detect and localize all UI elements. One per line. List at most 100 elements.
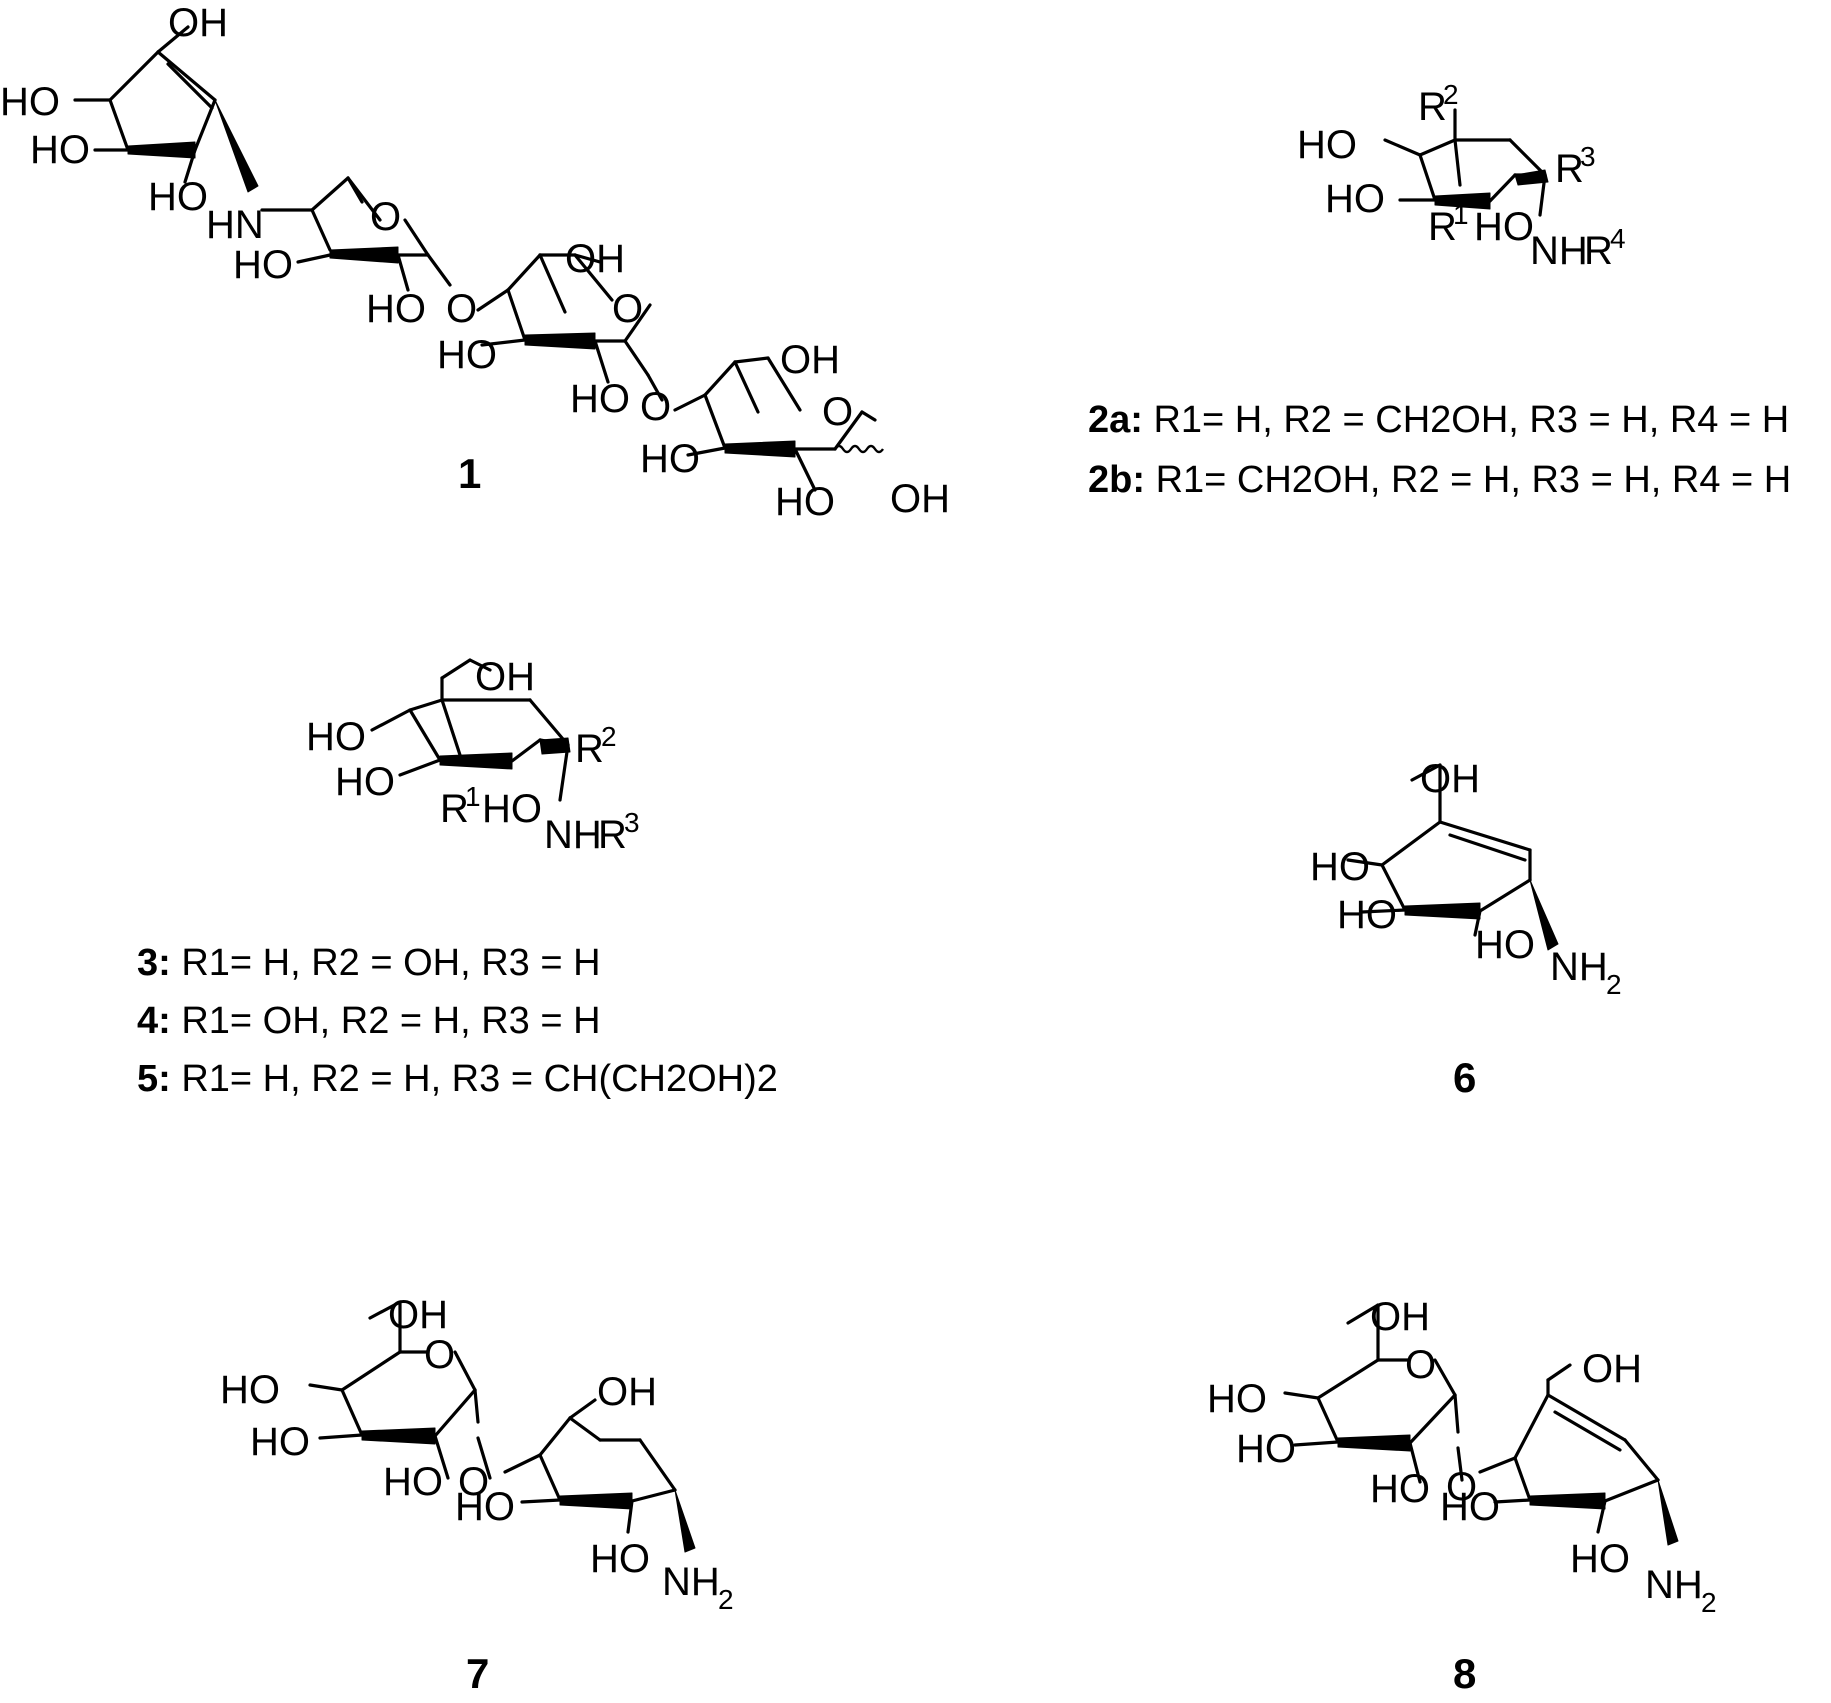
compound-2-atoms: HO HO R 2 R 3 R 1 HO NH R 4 [1297,79,1626,273]
atom-label: HO [1236,1427,1296,1471]
compound-1-structure [73,25,884,492]
atom-label: O [424,1333,455,1377]
compound-number-8: 8 [1453,1650,1476,1697]
caption-4-text: R1= OH, R2 = H, R3 = H [181,1000,600,1042]
superscript: 4 [1610,223,1626,254]
atom-label: HO [1440,1485,1500,1529]
atom-label: O [446,287,477,331]
compound-6-structure [1346,763,1559,951]
atom-label: OH [565,237,625,281]
compound-id-2b: 2b: [1088,459,1145,501]
atom-label: HO [640,437,700,481]
atom-label: R [440,787,469,831]
svg-text:2a: R1= H, R2 = CH2OH, R: 2a: R1= H, R2 = CH2OH, R3 = H, R4 = H [1088,399,1789,441]
superscript: 3 [624,807,640,838]
atom-label: HO [1337,893,1397,937]
atom-label: O [1405,1343,1436,1387]
atom-label: O [612,287,643,331]
compound-7-atoms: OH O HO HO HO O OH HO HO NH 2 [220,1293,734,1615]
atom-label: OH [1370,1295,1430,1339]
atom-label: HO [30,128,90,172]
atom-label: O [458,1460,489,1504]
compound-8-atoms: OH O HO HO HO O OH HO HO NH 2 [1207,1295,1717,1618]
atom-label: HO [1325,177,1385,221]
atom-label: OH [1420,757,1480,801]
atom-label: O [640,385,671,429]
svg-text:2b: R1= CH2OH, R2 = H, R: 2b: R1= CH2OH, R2 = H, R3 = H, R4 = H [1088,459,1791,501]
svg-text:5: R1= H, R2 = H, R3 = C: 5: R1= H, R2 = H, R3 = CH(CH2OH)2 [137,1058,778,1100]
superscript: 2 [1443,79,1459,110]
atom-label: HO [1475,923,1535,967]
superscript: 1 [465,781,481,812]
atom-label: R [1584,229,1613,273]
atom-label: HO [0,80,60,124]
caption-3-text: R1= H, R2 = OH, R3 = H [181,942,600,984]
compound-6-atoms: OH HO HO HO NH 2 [1310,757,1622,1000]
atom-label: HO [1570,1537,1630,1581]
compound-number-1: 1 [458,450,481,497]
atom-label: HO [250,1420,310,1464]
atom-label: O [822,390,853,434]
atom-label: R [1428,205,1457,249]
atom-label: NH [662,1560,720,1604]
atom-label: NH [1550,945,1608,989]
caption-5-text: R1= H, R2 = H, R3 = CH(CH2OH)2 [181,1058,778,1100]
superscript: 2 [601,721,617,752]
atom-label: HO [383,1460,443,1504]
atom-label: OH [780,338,840,382]
atom-label: OH [890,477,950,521]
atom-label: NH [1645,1563,1703,1607]
atom-label: OH [1582,1347,1642,1391]
atom-label: HO [482,787,542,831]
atom-label: NH [1530,229,1588,273]
atom-label: HO [1474,205,1534,249]
caption-2a-text: R1= H, R2 = CH2OH, R3 = H, R4 = H [1153,399,1789,441]
compound-number-6: 6 [1453,1054,1476,1101]
compound-id-4: 4: [137,1000,171,1042]
atom-label: HO [1310,845,1370,889]
atom-label: OH [168,1,228,45]
compound-3-5-structure [370,658,571,802]
svg-text:4: R1= OH, R2 = H, R3 =: 4: R1= OH, R2 = H, R3 = H [137,1000,601,1042]
atom-label: HO [437,333,497,377]
compound-5-caption: 5: R1= H, R2 = H, R3 = CH(CH2OH)2 [137,1058,778,1100]
compound-2b-caption: 2b: R1= CH2OH, R2 = H, R3 = H, R4 = H [1088,459,1791,501]
atom-label: HO [335,760,395,804]
atom-label: R [1418,85,1447,129]
subscript: 2 [718,1584,734,1615]
atom-label: OH [597,1370,657,1414]
atom-label: HO [233,243,293,287]
subscript: 2 [1701,1587,1717,1618]
atom-label: O [1446,1465,1477,1509]
atom-label: HO [306,715,366,759]
atom-label: HO [148,175,208,219]
atom-label: HO [775,480,835,524]
compound-7-structure [308,1300,696,1553]
compound-id-3: 3: [137,942,171,984]
superscript: 3 [1580,141,1596,172]
atom-label: HO [366,287,426,331]
atom-label: NH [544,813,602,857]
atom-label: OH [475,655,535,699]
compound-id-2a: 2a: [1088,399,1143,441]
caption-2b-text: R1= CH2OH, R2 = H, R3 = H, R4 = H [1156,459,1792,501]
superscript: 1 [1453,199,1469,230]
atom-label: HO [590,1537,650,1581]
atom-label: R [598,813,627,857]
atom-label: HO [220,1368,280,1412]
compound-2a-caption: 2a: R1= H, R2 = CH2OH, R3 = H, R4 = H [1088,399,1789,441]
compound-2-structure [1383,108,1549,217]
atom-label: HO [455,1485,515,1529]
compound-3-caption: 3: R1= H, R2 = OH, R3 = H [137,942,601,984]
atom-label: HO [570,377,630,421]
atom-label: HO [1207,1377,1267,1421]
atom-label: HN [206,203,264,247]
atom-label: HO [1370,1467,1430,1511]
compound-id-5: 5: [137,1058,171,1100]
compound-3-5-atoms: OH HO HO R 2 R 1 HO NH R 3 [306,655,640,857]
atom-label: R [575,727,604,771]
atom-label: HO [1297,123,1357,167]
svg-text:3: R1= H, R2 = OH, R3 =: 3: R1= H, R2 = OH, R3 = H [137,942,601,984]
compound-4-caption: 4: R1= OH, R2 = H, R3 = H [137,1000,601,1042]
